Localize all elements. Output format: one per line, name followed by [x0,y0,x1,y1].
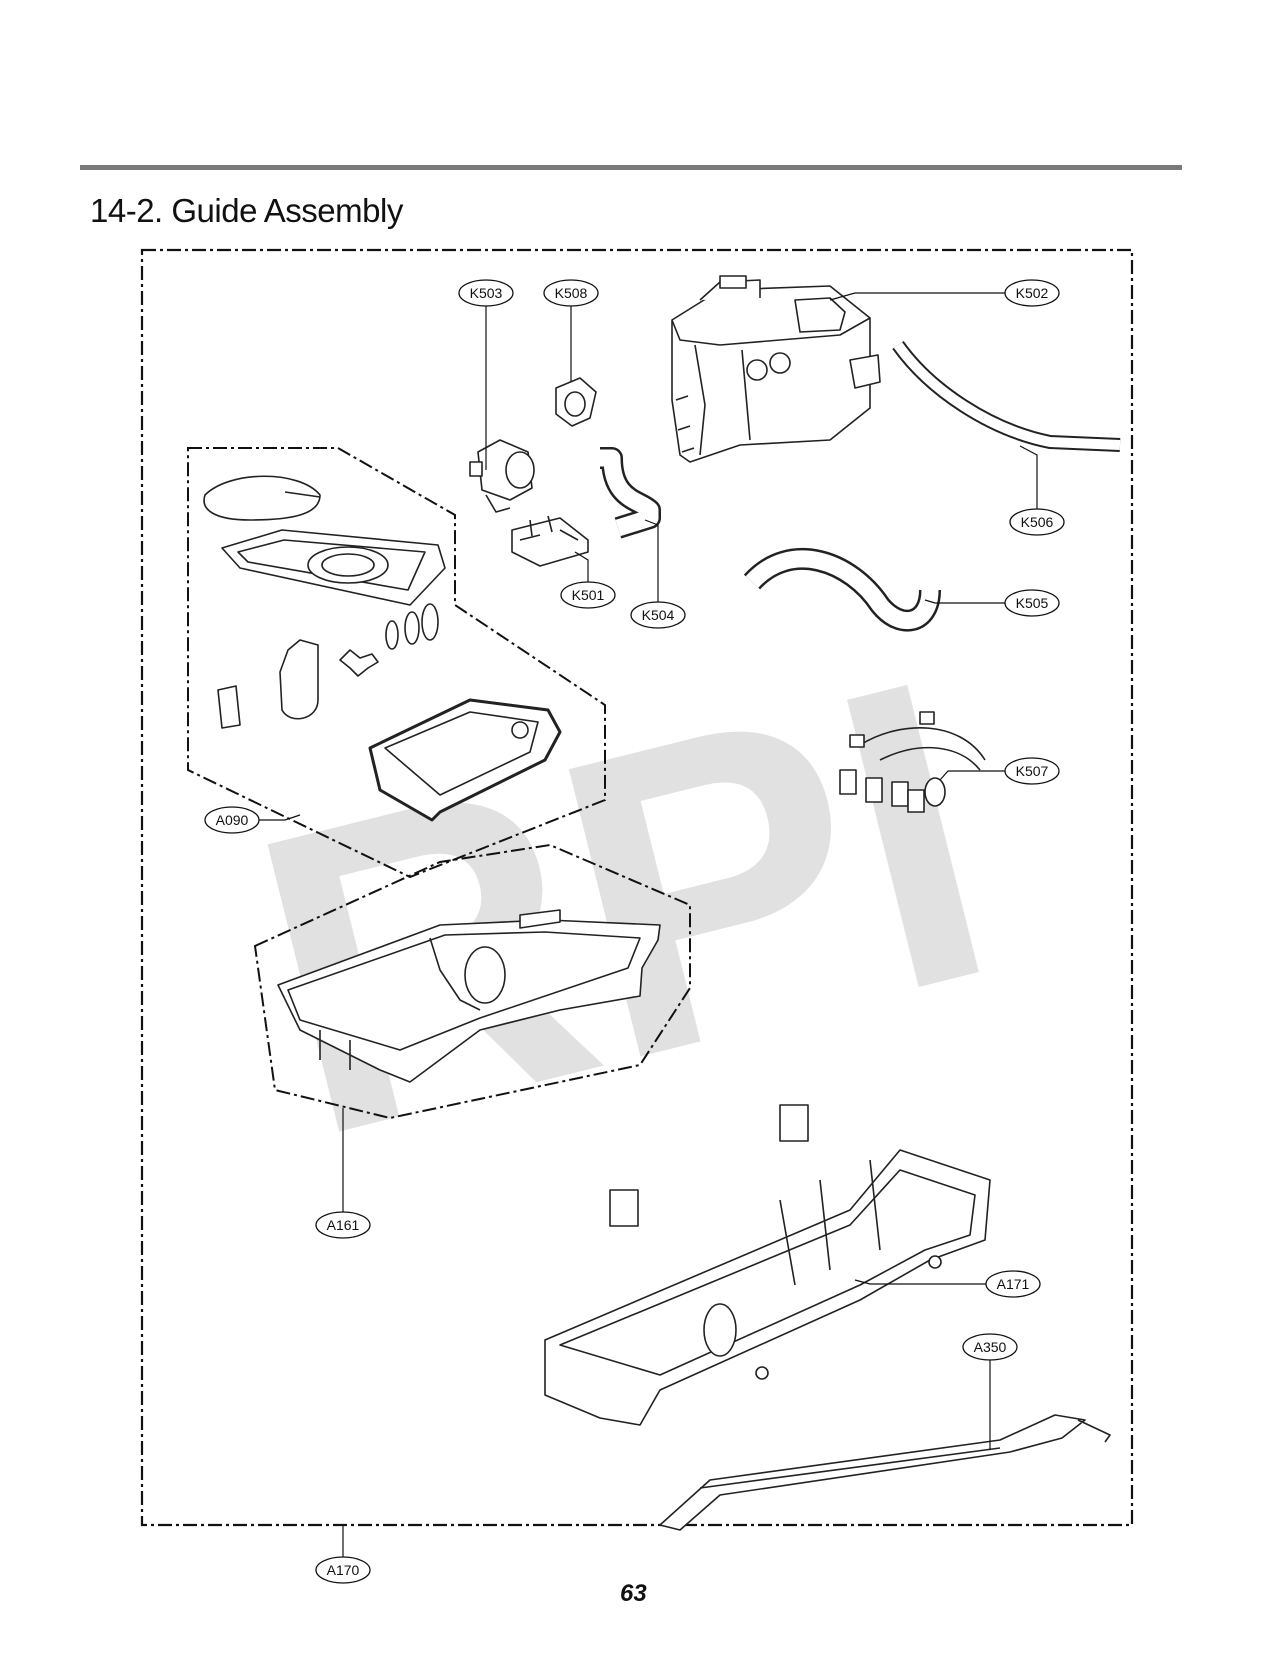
leader-k504 [644,519,659,602]
callout-k507: K507 [1004,757,1060,785]
callout-k501-text: K501 [572,587,605,603]
leader-k505 [924,599,1005,604]
leader-k507 [939,770,1005,781]
k505-hose-part [743,548,941,632]
callout-k502: K502 [1004,279,1060,307]
leader-k506 [1019,445,1038,509]
k501-holder-part [511,515,589,567]
callout-k505-text: K505 [1016,595,1049,611]
a171-drawer-guide-part [544,1104,991,1426]
callout-k501: K501 [560,581,616,609]
a090-cap-part [203,475,321,521]
callout-a170-text: A170 [327,1562,360,1578]
header-rule [80,165,1182,170]
a161-subassembly-boundary [253,843,691,1120]
callout-a350: A350 [962,1333,1018,1361]
callout-a161-text: A161 [327,1217,360,1233]
callout-k502-text: K502 [1016,285,1049,301]
a350-rail-part [659,1414,1111,1531]
callout-k508-text: K508 [555,285,588,301]
page-number: 63 [620,1580,647,1607]
assembly-boundary [140,248,1134,1527]
leader-a171 [854,1279,988,1285]
callout-a350-text: A350 [974,1339,1007,1355]
callout-a090-text: A090 [216,812,249,828]
a090-tray-part [368,698,562,822]
watermark-text: RPI [217,589,1029,1228]
leader-a090 [258,814,301,821]
callout-k503: K503 [458,279,514,307]
callout-a170: A170 [315,1556,371,1584]
a090-filter-frame-part [221,529,446,606]
a090-fittings-part [217,603,439,729]
callout-k503-text: K503 [470,285,503,301]
k507-wire-harness-part [839,711,986,813]
callout-k506-text: K506 [1021,514,1054,530]
callout-a090: A090 [204,806,260,834]
page-title: 14-2. Guide Assembly [90,192,403,229]
callout-k507-text: K507 [1016,763,1049,779]
k506-hose-part [892,340,1121,452]
k502-housing-part [671,275,881,463]
k504-hose-part [600,447,661,539]
callout-a171: A171 [985,1270,1041,1298]
callout-k508: K508 [543,279,599,307]
callout-k505: K505 [1004,589,1060,617]
leader-k501 [574,551,589,582]
callout-a161: A161 [315,1211,371,1239]
a090-subassembly-boundary [187,447,606,879]
k508-clamp-part [555,377,597,427]
a161-case-part [277,909,661,1083]
k503-water-valve-part [469,439,535,513]
callout-a171-text: A171 [997,1276,1030,1292]
callout-k504: K504 [630,601,686,629]
callout-k504-text: K504 [642,607,675,623]
leader-k502 [829,292,1005,301]
callout-k506: K506 [1009,508,1065,536]
